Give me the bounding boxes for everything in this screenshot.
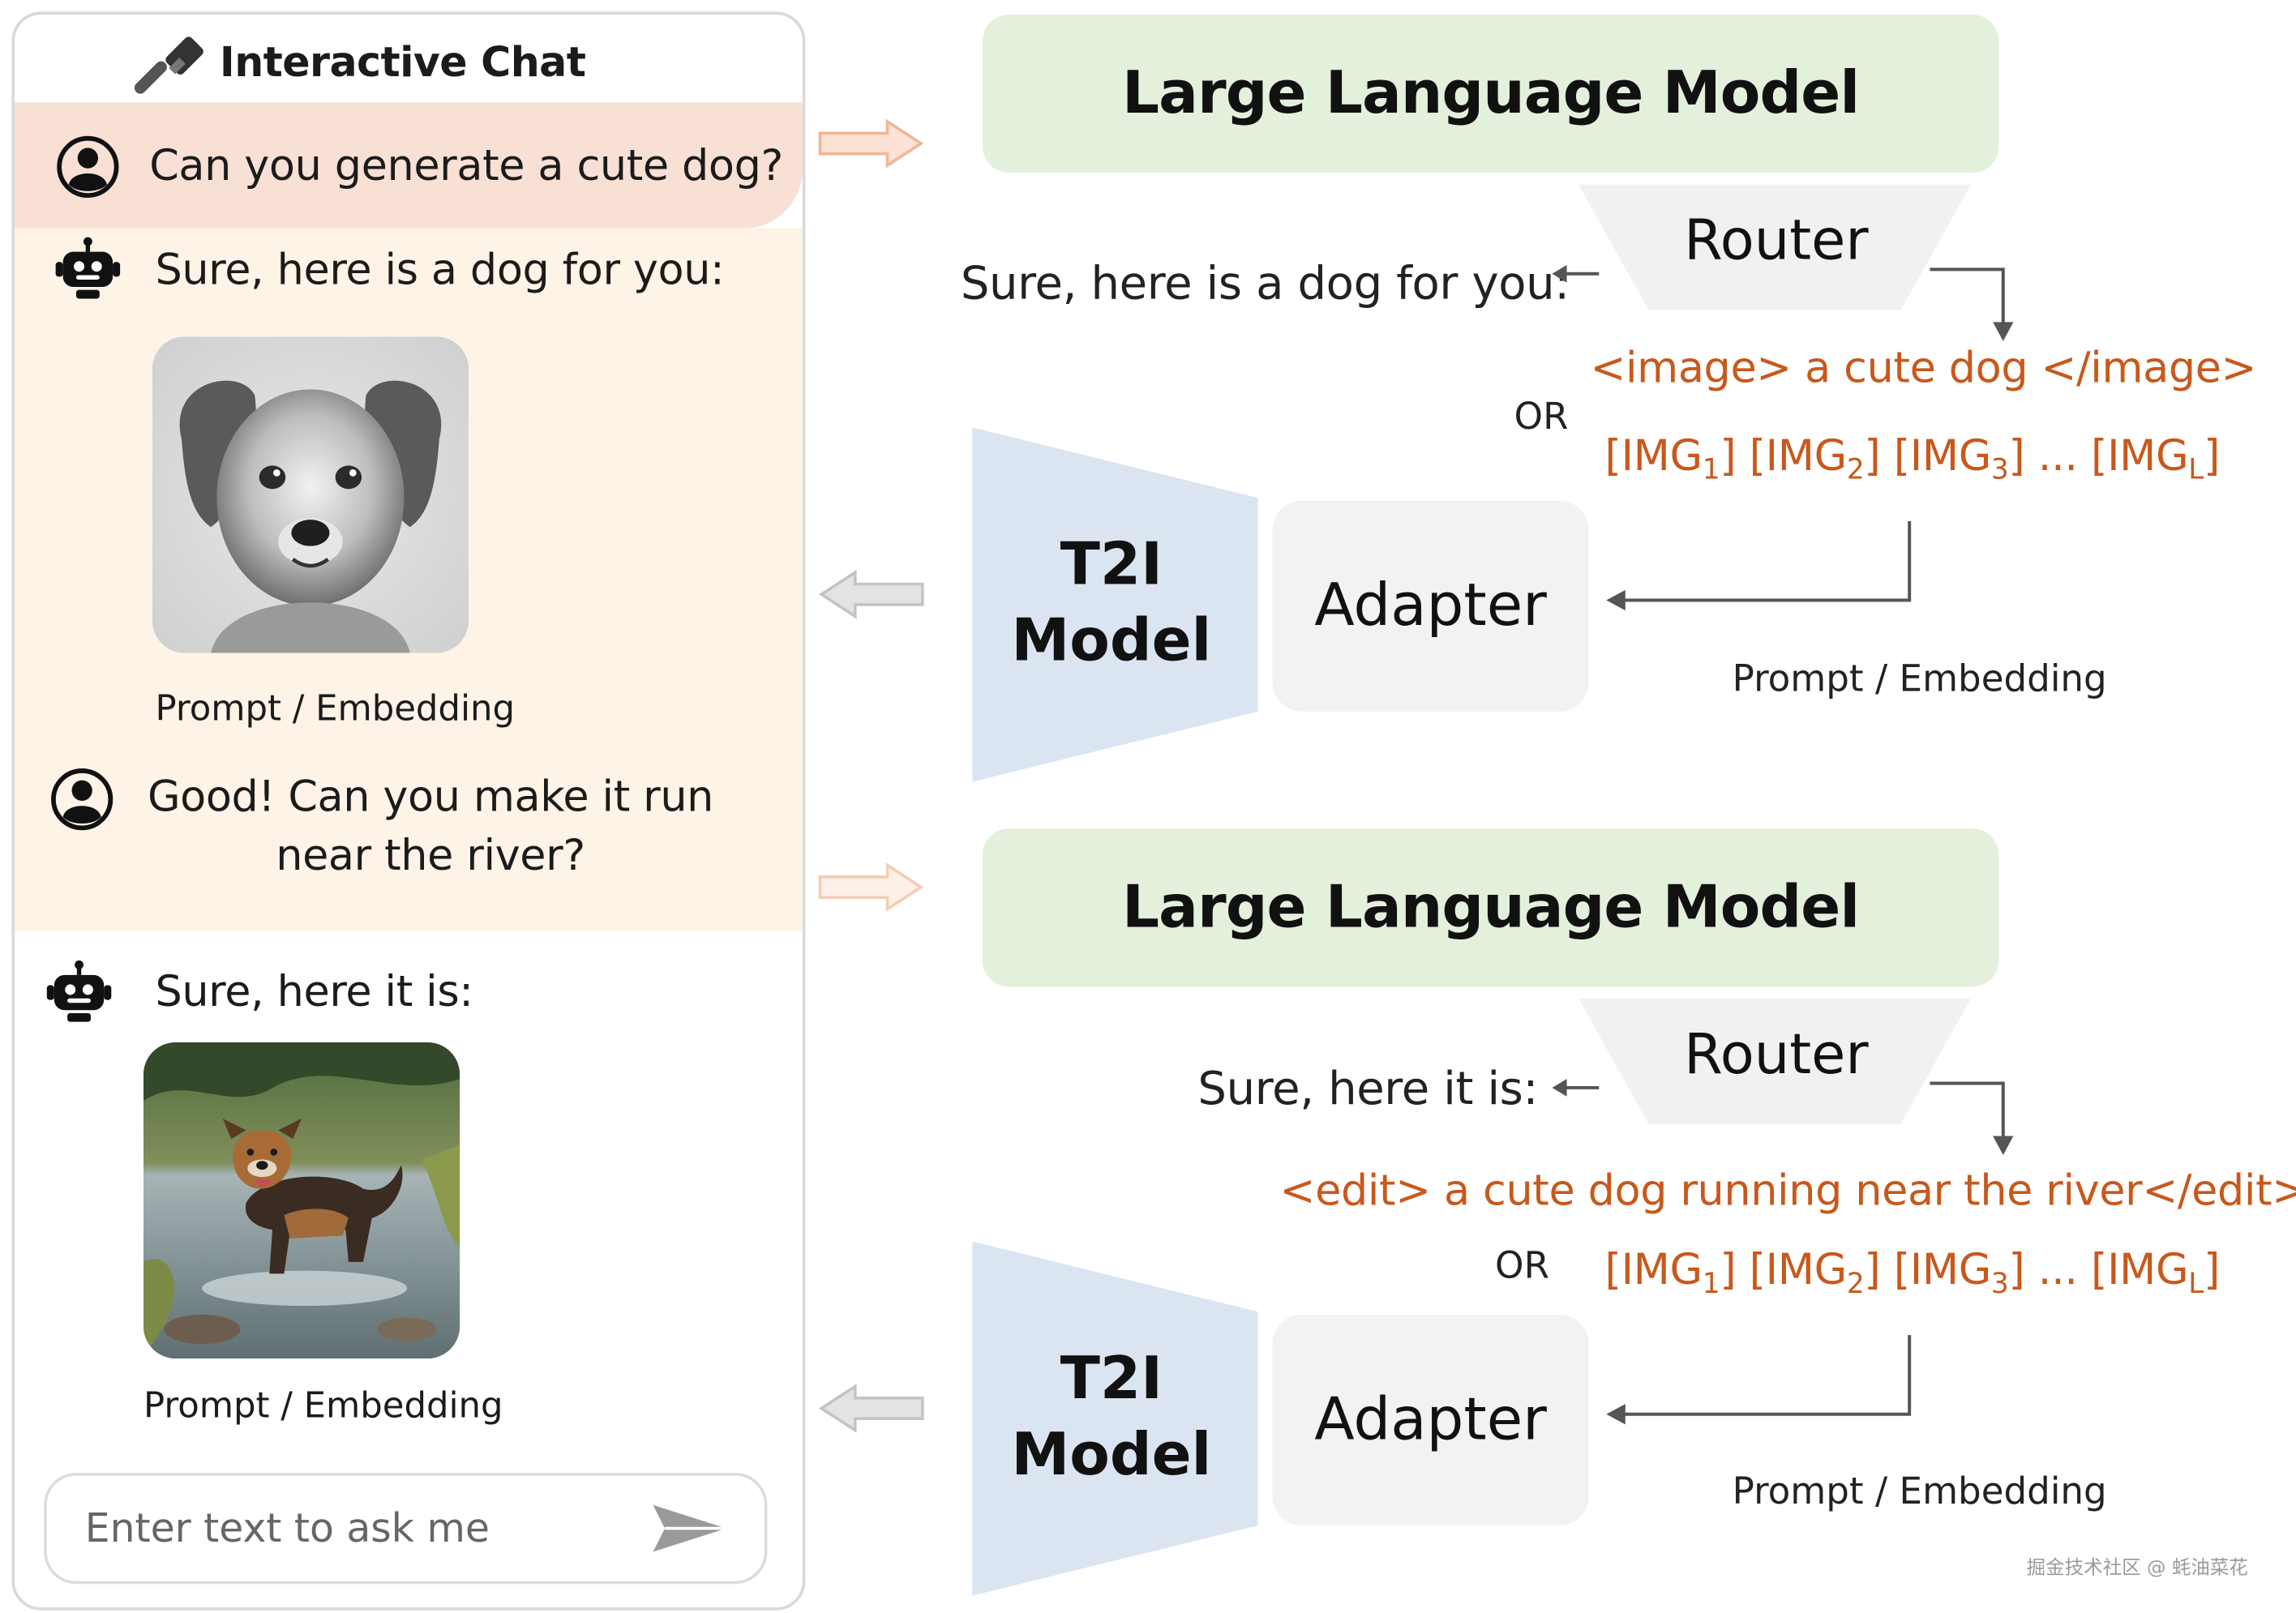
output-arrow (818, 569, 924, 619)
t2i-model-label: T2I Model (1011, 531, 1212, 675)
chat-panel: Interactive Chat Can you generate a cute… (11, 11, 806, 1611)
prompt-embedding-label: Prompt / Embedding (1732, 657, 2107, 700)
router-shape (1578, 184, 1972, 310)
img-token: [IMGL] (2091, 1244, 2221, 1300)
user-message-text: Can you generate a cute dog? (149, 140, 783, 190)
chat-input[interactable] (82, 1495, 615, 1561)
token-to-adapter-arrow (1606, 1335, 1912, 1425)
user-avatar-icon (51, 768, 114, 831)
send-icon[interactable] (650, 1499, 730, 1557)
router-label: Router (1684, 1021, 1869, 1087)
image-caption: Prompt / Embedding (155, 687, 515, 729)
img-token: [IMG2] (1749, 1244, 1881, 1300)
img-token-sequence: [IMG1] [IMG2] [IMG3] ... [IMGL] (1605, 430, 2221, 486)
text-output-arrow (1552, 264, 1600, 283)
or-label: OR (1514, 395, 1569, 439)
token-to-adapter-arrow (1606, 520, 1912, 611)
t2i-model-shape (972, 1241, 1258, 1596)
text-output: Sure, here is a dog for you: (960, 257, 1570, 310)
router-to-token-arrow (1930, 1081, 2014, 1156)
generated-dog-image (152, 336, 469, 653)
user-avatar-icon (57, 135, 119, 199)
adapter-box: Adapter (1272, 1314, 1589, 1525)
image-caption: Prompt / Embedding (143, 1384, 503, 1427)
img-token: [IMG2] (1749, 430, 1881, 486)
chat-title: Interactive Chat (219, 37, 586, 87)
router-shape (1578, 998, 1972, 1125)
llm-box: Large Language Model (982, 828, 1999, 987)
adapter-box: Adapter (1272, 500, 1589, 712)
output-arrow (818, 1384, 924, 1433)
router-label: Router (1684, 208, 1869, 272)
t2i-model-label: T2I Model (1011, 1345, 1212, 1489)
input-arrow (818, 118, 924, 169)
img-token: [IMGL] (2091, 430, 2221, 486)
input-arrow (818, 862, 924, 912)
prompt-embedding-label: Prompt / Embedding (1732, 1470, 2107, 1512)
img-token-ellipsis: ... (2037, 1244, 2078, 1294)
robot-icon (46, 960, 112, 1022)
img-token: [IMG1] (1604, 430, 1737, 486)
bot-message-text: Sure, here is a dog for you: (155, 244, 725, 295)
special-token-text: <edit> a cute dog running near the river… (1279, 1165, 2296, 1216)
text-output: Sure, here it is: (1197, 1063, 1538, 1116)
router-to-token-arrow (1930, 267, 2014, 341)
img-token-ellipsis: ... (2037, 430, 2078, 481)
user-message-text: Good! Can you make it run near the river… (147, 771, 714, 880)
t2i-model-shape (972, 427, 1258, 782)
or-label: OR (1495, 1244, 1549, 1287)
bot-message-text: Sure, here it is: (155, 966, 473, 1016)
user-message-highlight (15, 102, 803, 229)
special-token-text: <image> a cute dog </image> (1590, 342, 2257, 393)
river-dog-image (143, 1042, 460, 1359)
img-token: [IMG3] (1893, 1244, 2025, 1300)
watermark: 掘金技术社区 @ 蚝油菜花 (2026, 1557, 2248, 1580)
robot-icon (55, 237, 121, 299)
text-output-arrow (1552, 1079, 1600, 1097)
img-token-sequence: [IMG1] [IMG2] [IMG3] ... [IMGL] (1605, 1244, 2221, 1300)
paintbrush-icon (134, 36, 203, 94)
img-token: [IMG1] (1604, 1244, 1737, 1300)
llm-box: Large Language Model (982, 15, 1999, 173)
chat-input-box (44, 1472, 768, 1585)
img-token: [IMG3] (1893, 430, 2025, 486)
